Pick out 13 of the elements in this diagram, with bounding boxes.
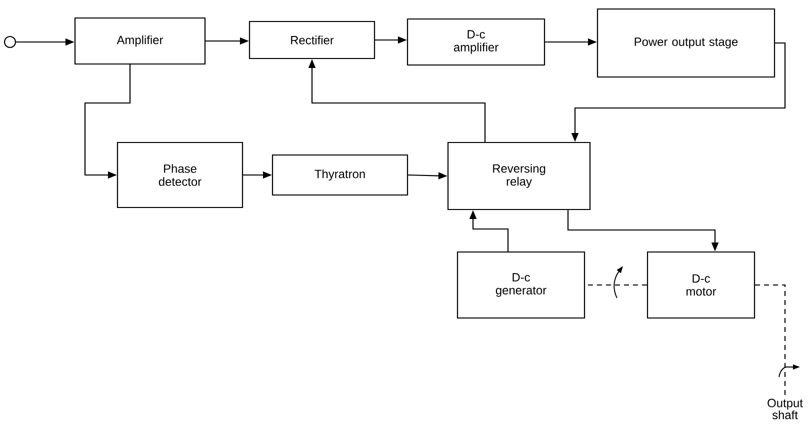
connector-line [755,284,786,398]
block-box: Reversing relay [447,142,591,210]
block-box: Power output stage [596,8,776,78]
block-box: Phase detector [116,142,244,208]
block-box: D-c amplifier [406,18,546,66]
block-box: D-c generator [456,251,586,319]
input-terminal [4,36,16,48]
block-box: Thyratron [272,154,408,196]
shaft-label: Output shaft [768,398,803,420]
block-box: Amplifier [74,17,206,65]
block-box: Rectifier [248,20,376,60]
connector-line [585,284,647,286]
block-box: D-c motor [646,251,756,319]
